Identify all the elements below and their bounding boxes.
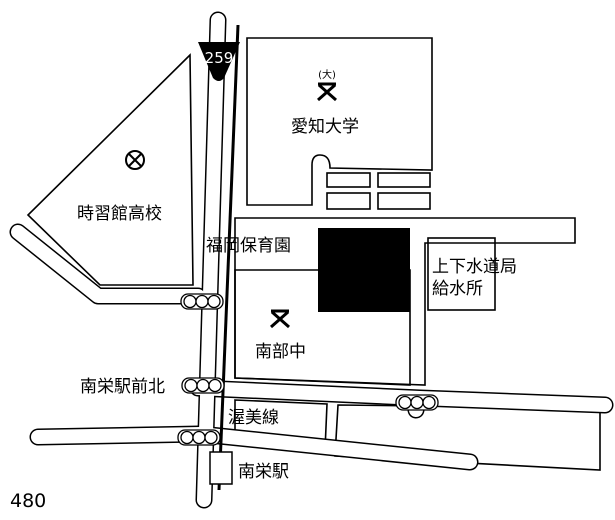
label-railway: 渥美線 xyxy=(228,408,279,428)
block xyxy=(326,172,371,188)
page-number: 480 xyxy=(10,490,46,512)
railway-line xyxy=(217,24,240,491)
traffic-signal xyxy=(177,429,221,446)
label-university: 愛知大学 xyxy=(291,117,359,137)
university-area xyxy=(246,37,433,206)
high-school-area xyxy=(26,53,194,286)
label-station: 南栄駅 xyxy=(238,462,289,482)
block xyxy=(326,192,371,210)
block xyxy=(377,192,431,210)
middle-school-area xyxy=(234,269,411,386)
high-school-symbol-icon xyxy=(125,150,145,170)
traffic-signal xyxy=(181,377,225,394)
label-nursery: 福岡保育園 xyxy=(206,236,291,256)
block xyxy=(377,172,431,188)
label-waterworks: 上下水道局 xyxy=(432,257,517,277)
traffic-signal xyxy=(395,394,439,411)
middle-school-icon xyxy=(270,309,290,329)
station-icon xyxy=(209,451,233,485)
university-school-icon xyxy=(317,82,337,102)
route-number: 259 xyxy=(205,49,234,67)
university-mark: (大) xyxy=(318,68,336,81)
traffic-signal xyxy=(180,293,224,310)
route-shield-icon: 259 xyxy=(198,42,240,81)
label-intersection: 南栄駅前北 xyxy=(80,377,165,397)
label-water-supply: 給水所 xyxy=(432,279,483,299)
waterworks-area xyxy=(427,237,496,311)
label-high-school: 時習館高校 xyxy=(77,204,162,224)
label-middle-school: 南部中 xyxy=(255,342,306,362)
